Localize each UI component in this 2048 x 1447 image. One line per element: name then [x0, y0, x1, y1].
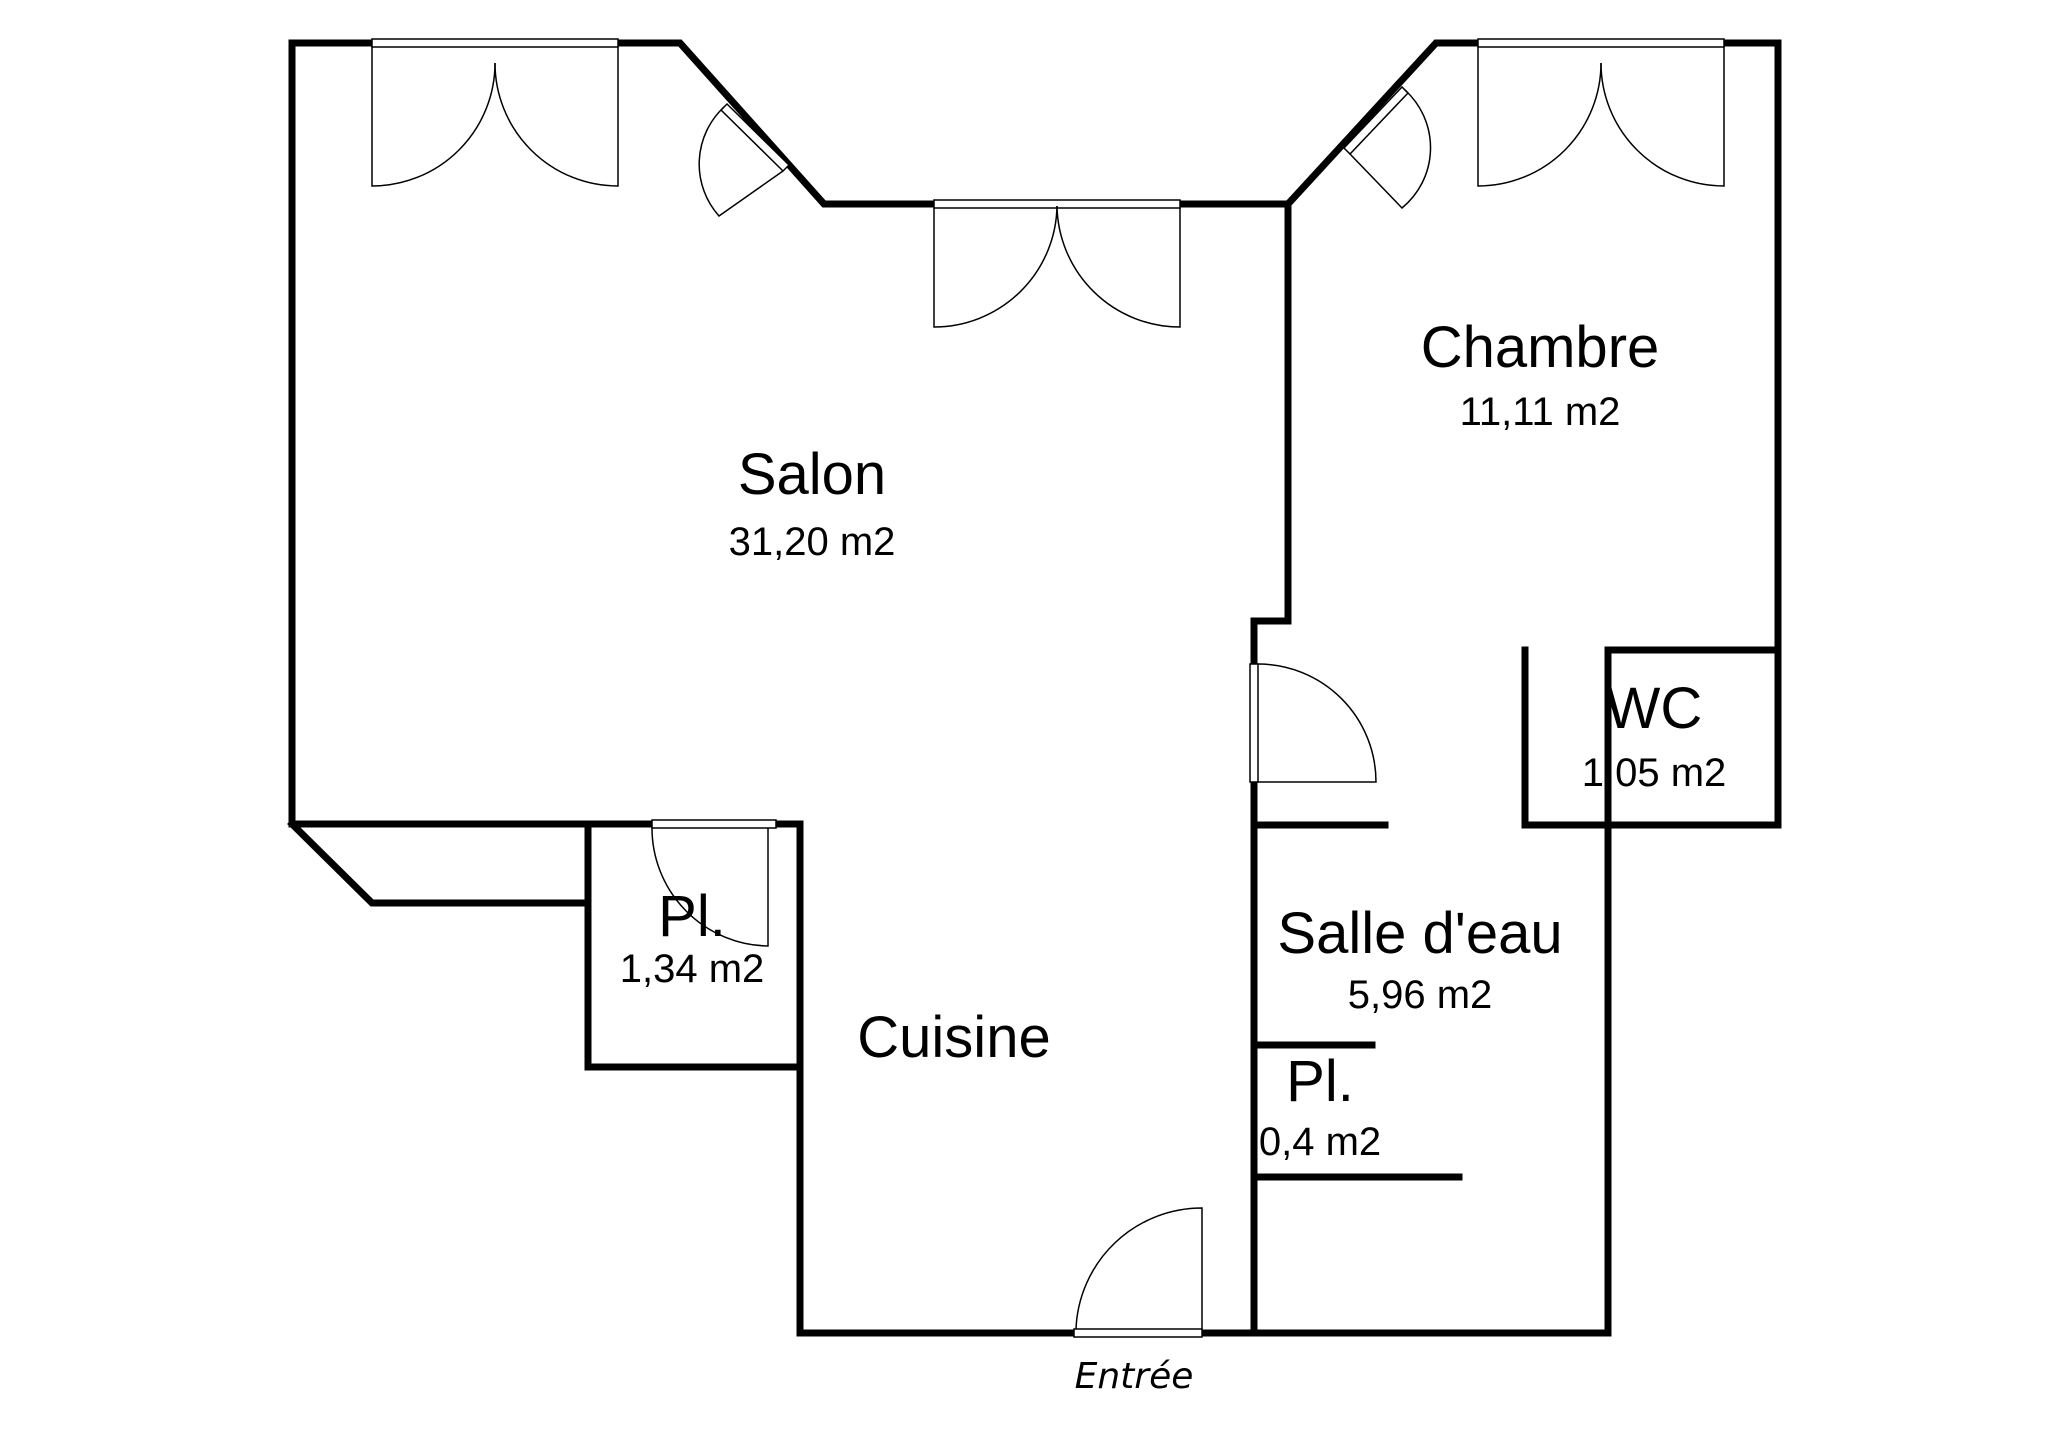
chambre-top-window-leaf-right	[1600, 47, 1725, 187]
room-area-salon: 31,20 m2	[729, 520, 896, 564]
room-name-salle-eau: Salle d'eau	[1277, 901, 1562, 966]
room-name-wc: WC	[1606, 676, 1703, 741]
salon-top-window-leaf-right	[494, 47, 619, 187]
chambre-top-window-leaf-left	[1477, 47, 1602, 187]
room-name-cuisine: Cuisine	[857, 1005, 1050, 1070]
entrance-door-leaf	[1075, 1207, 1203, 1330]
salon-top-window-leaf-left	[371, 47, 496, 187]
cupboard-door-leaf	[651, 827, 769, 947]
room-name-salon: Salon	[738, 442, 886, 507]
room-name-chambre: Chambre	[1421, 315, 1660, 380]
entry-label: Entrée	[1075, 1356, 1194, 1397]
walls	[287, 39, 1782, 1337]
sde-door-frame	[1249, 663, 1259, 783]
openings	[371, 38, 1725, 1338]
sde-door-leaf	[1257, 663, 1377, 783]
room-area-chambre: 11,11 m2	[1460, 390, 1621, 434]
room-area-placard-cuisine: 1,34 m2	[620, 947, 765, 991]
chambre-diagonal-window-frame	[1342, 85, 1410, 156]
salon-middle-window-leaf-right	[1056, 205, 1181, 328]
entrance-door-frame	[1073, 1328, 1203, 1338]
room-name-placard-cuisine: Pl.	[658, 884, 726, 949]
chambre-top-window-frame	[1477, 38, 1725, 48]
exterior-wall-left-block	[288, 39, 1292, 1337]
salon-middle-window-leaf-left	[933, 205, 1058, 328]
wall-salon-kitchen-cupboard	[584, 820, 1612, 1337]
room-name-placard-sde: Pl.	[1286, 1049, 1354, 1114]
cupboard-door-frame	[651, 819, 777, 829]
salon-top-window-frame	[371, 38, 619, 48]
room-labels: Salon 31,20 m2 Chambre 11,11 m2 WC 1,05 …	[620, 315, 1727, 1397]
room-area-salle-eau: 5,96 m2	[1348, 973, 1493, 1017]
wc-box-wall	[1521, 646, 1782, 829]
exterior-wall-right-block	[1283, 39, 1782, 1337]
salon-diagonal-window-leaf	[698, 106, 784, 217]
room-area-placard-sde: 0,4 m2	[1259, 1120, 1381, 1164]
exterior-wall-salon-corner	[287, 819, 592, 907]
door-leaves	[371, 47, 1725, 1330]
salon-diagonal-window-frame	[719, 102, 791, 173]
chambre-diagonal-window-leaf	[1349, 89, 1432, 210]
room-area-wc: 1,05 m2	[1582, 751, 1727, 795]
